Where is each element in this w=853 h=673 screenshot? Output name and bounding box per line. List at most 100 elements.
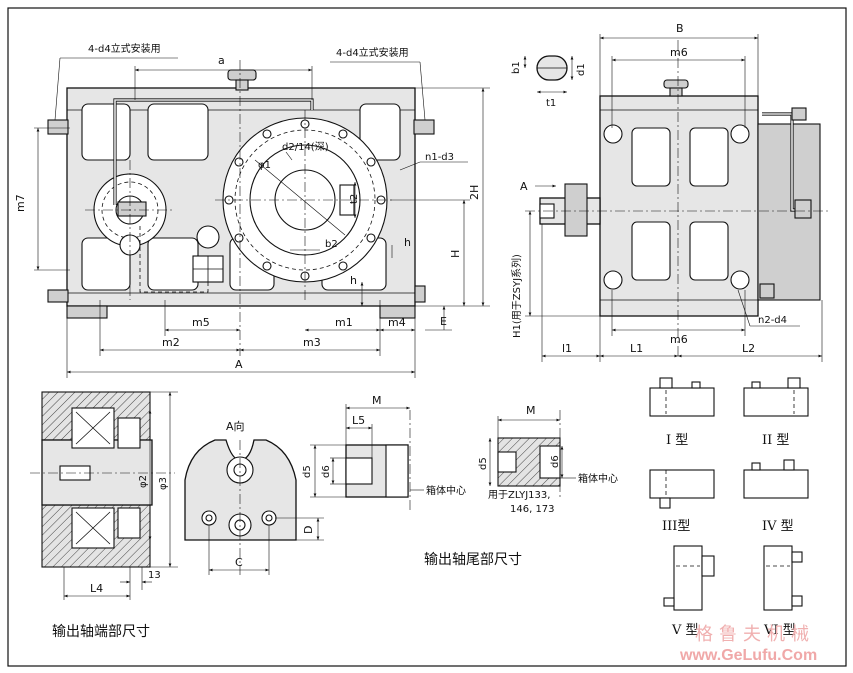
dim-m7: m7 [14, 194, 27, 212]
dim-b2: b2 [325, 239, 338, 250]
dim-C: C [235, 556, 243, 569]
housing-pocket [147, 103, 209, 161]
dim-B: B [676, 22, 684, 35]
zlyj-note-line1: 用于ZLYJ133, [488, 490, 550, 501]
type-II-label: II 型 [762, 433, 789, 448]
type-body [763, 545, 793, 611]
dim-D: D [302, 526, 315, 534]
dim-n2-d4: n2-d4 [758, 315, 787, 326]
type-shaft [659, 497, 671, 509]
dim-13: 13 [148, 570, 161, 581]
caption-tail-end: 输出轴尾部尺寸 [424, 552, 522, 568]
tail-end: M L5 d5 d6 箱体中心 输出轴尾部尺寸 [302, 394, 522, 568]
type-shaft [783, 459, 795, 471]
type-shaft [787, 377, 801, 389]
tail-shaft-end [385, 444, 409, 498]
mount-bolt [413, 119, 435, 135]
type-shaft [751, 462, 761, 471]
pipe-fitting [794, 199, 812, 219]
type-I-label: I 型 [666, 433, 688, 448]
dim-A: A [235, 358, 243, 371]
side-bolt [730, 270, 750, 290]
type-body [743, 387, 809, 417]
dim-l1: l1 [562, 342, 572, 355]
breather-neck [235, 79, 249, 91]
zlyj-dim-d5: d5 [478, 457, 489, 470]
dim-L1: L1 [630, 342, 643, 355]
dim-H: H [449, 250, 462, 258]
dim-m1: m1 [335, 316, 353, 329]
type-VI-label: VI 型 [763, 623, 796, 638]
dim-L2: L2 [742, 342, 755, 355]
housing-pocket [359, 103, 401, 161]
type-IV-label: IV 型 [762, 519, 794, 534]
dim-H1: H1(用于ZSYJ系列) [510, 254, 523, 338]
type-body [649, 387, 715, 417]
type-shaft [663, 597, 675, 607]
seal-bottom [117, 507, 141, 539]
dim-m5: m5 [192, 316, 210, 329]
zlyj-note-line2: 146, 173 [510, 504, 555, 515]
mount-bolt [47, 289, 69, 303]
side-bolt [730, 124, 750, 144]
type-body [673, 545, 703, 611]
sheet-border [7, 7, 847, 667]
view-arrow-A: A [520, 180, 528, 193]
tail-dim-d5: d5 [302, 465, 313, 478]
note-vertical-mount-right: 4-d4立式安装用 [336, 46, 409, 59]
side-breather [663, 79, 689, 89]
type-body [743, 469, 809, 499]
dim-E: E [440, 315, 447, 328]
input-coupling [564, 183, 588, 237]
side-breather-neck [669, 87, 683, 97]
dim-phi3: φ3 [158, 477, 169, 490]
dim-n1-d3: n1-d3 [425, 152, 454, 163]
dim-2H: 2H [468, 185, 481, 200]
dim-d1: d1 [576, 63, 587, 76]
dim-m6-bottom: m6 [670, 333, 688, 346]
tail-shaft-inner [345, 457, 373, 485]
type-shaft [659, 377, 673, 389]
dim-t1: t1 [546, 98, 556, 109]
type-IV: IV 型 [743, 459, 809, 534]
type-shaft [691, 381, 701, 389]
tail-end-zlyj: M d5 d6 箱体中心 用于ZLYJ133, 146, 173 [478, 404, 618, 515]
zlyj-end [539, 445, 561, 479]
side-window [689, 221, 729, 281]
side-bolt [603, 270, 623, 290]
side-drain [759, 283, 775, 299]
housing-pocket [81, 103, 131, 161]
dim-h-lower: h [350, 274, 357, 287]
type-grid: I 型 II 型 III型 IV 型 [649, 377, 809, 638]
type-V-label: V 型 [671, 623, 699, 638]
housing-pocket [147, 237, 199, 291]
tail-dim-L5: L5 [352, 414, 365, 427]
dim-m4: m4 [388, 316, 406, 329]
tail-dim-M: M [372, 394, 382, 407]
type-shaft [791, 551, 803, 563]
dim-h-upper: h [404, 236, 411, 249]
view-a: A向 C D [184, 419, 324, 575]
drain-plug [414, 285, 426, 303]
side-window [631, 127, 671, 187]
dim-m2: m2 [162, 336, 180, 349]
dim-b1: b1 [511, 61, 522, 74]
type-shaft [701, 555, 715, 577]
note-vertical-mount-left: 4-d4立式安装用 [88, 42, 161, 55]
dim-t2: t2 [349, 194, 360, 204]
dim-phi2: φ2 [138, 475, 149, 488]
shaft-bore [41, 439, 153, 506]
pump-body [117, 201, 147, 217]
dim-L4: L4 [90, 582, 103, 595]
zlyj-center-note: 箱体中心 [578, 472, 618, 485]
dim-a: a [218, 54, 225, 67]
zlyj-bore [497, 451, 517, 473]
side-view: B m6 b1 d1 t1 A H1(用于ZSYJ系列) m6 n2-d4 l1… [510, 22, 830, 362]
dim-phi1: φ1 [258, 160, 271, 171]
zlyj-dim-d6: d6 [550, 455, 561, 468]
type-I: I 型 [649, 377, 715, 448]
type-III-label: III型 [662, 519, 690, 534]
type-III: III型 [649, 469, 715, 534]
dim-d2-depth: d2/14(深) [282, 141, 329, 153]
